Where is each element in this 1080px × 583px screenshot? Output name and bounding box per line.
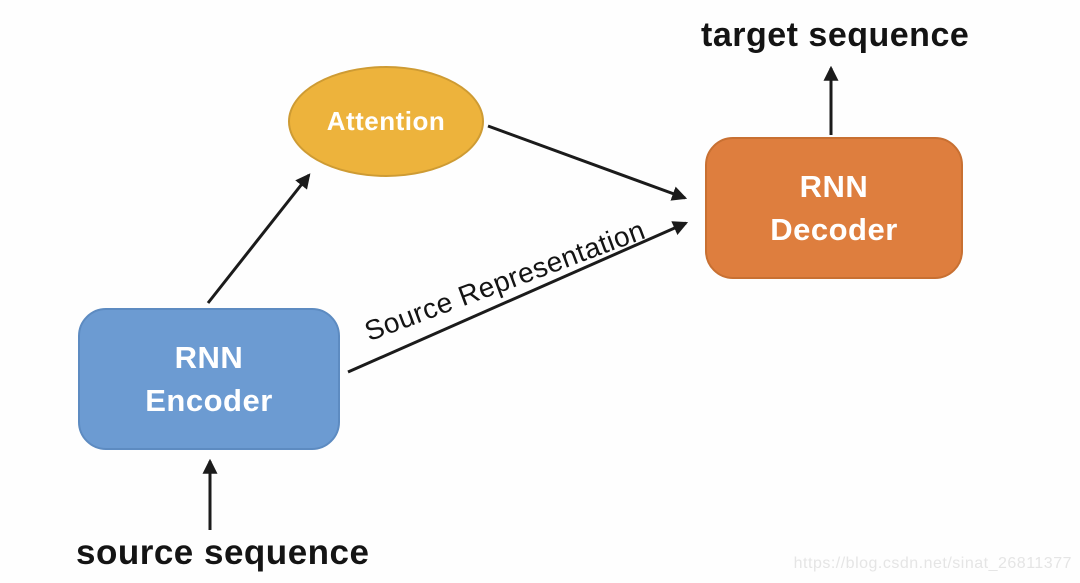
rnn-decoder-label-line1: RNN: [799, 169, 869, 204]
attention-node-label: Attention: [326, 106, 446, 136]
source-sequence-label: source sequence: [76, 533, 370, 572]
rnn-decoder-label-line2: Decoder: [770, 212, 898, 247]
source-representation-label: Source Representation: [360, 214, 650, 348]
arrow-attention-to-decoder: [487, 124, 688, 201]
watermark-text: https://blog.csdn.net/sinat_26811377: [793, 555, 1072, 572]
rnn-encoder-label-line1: RNN: [174, 340, 244, 375]
rnn-decoder-label: RNN Decoder: [770, 165, 898, 251]
rnn-encoder-label: RNN Encoder: [145, 336, 273, 422]
arrow-encoder-to-attention: [206, 173, 311, 304]
target-sequence-label: target sequence: [701, 16, 970, 54]
rnn-encoder-label-line2: Encoder: [145, 383, 273, 418]
attention-node: Attention: [288, 66, 484, 177]
rnn-decoder-node: RNN Decoder: [705, 137, 963, 279]
rnn-encoder-node: RNN Encoder: [78, 308, 340, 450]
